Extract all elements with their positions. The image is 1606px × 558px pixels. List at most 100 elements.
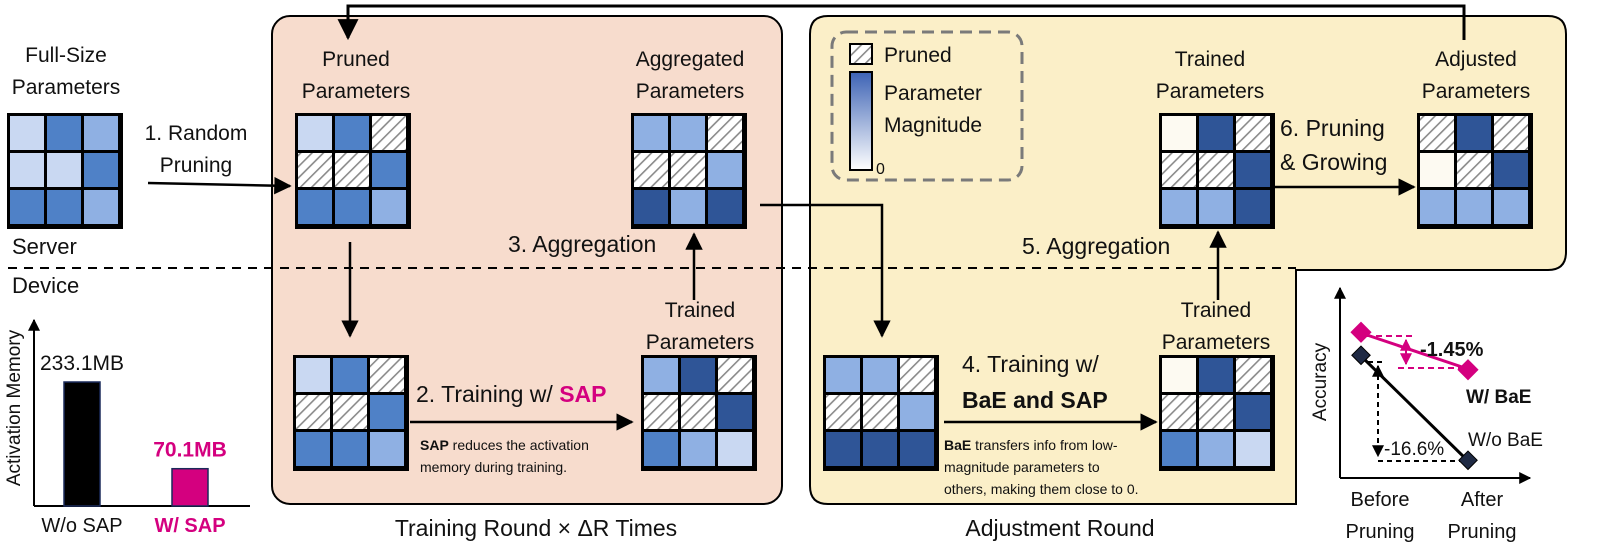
- parameter-cell: [718, 395, 752, 429]
- parameter-cell: [84, 190, 118, 224]
- parameter-cell: [681, 432, 715, 466]
- adjust-start-matrix: [823, 355, 939, 471]
- pruned-cell: [681, 395, 715, 429]
- step6-label-2: & Growing: [1280, 149, 1387, 175]
- parameter-cell: [671, 190, 705, 224]
- bae-after-point: [1457, 359, 1479, 381]
- legend-magnitude-label-2: Magnitude: [884, 114, 982, 137]
- parameter-cell: [1236, 395, 1270, 429]
- parameter-cell: [298, 190, 332, 224]
- pruned-cell: [900, 358, 934, 392]
- parameter-cell: [1162, 190, 1196, 224]
- parameter-cell: [1494, 153, 1528, 187]
- pruned-cell: [1236, 116, 1270, 150]
- parameter-cell: [47, 190, 81, 224]
- parameter-cell: [372, 153, 406, 187]
- parameter-cell: [634, 116, 668, 150]
- pruned-cell: [826, 395, 860, 429]
- pruned-cell: [1162, 153, 1196, 187]
- parameter-cell: [1420, 190, 1454, 224]
- parameter-cell: [1236, 190, 1270, 224]
- bae-series-name: W/ BaE: [1466, 387, 1531, 408]
- bae-before-point: [1350, 321, 1372, 343]
- adj-trained-bottom-title-1: Trained: [1181, 299, 1251, 322]
- adj-trained-top-title-1: Trained: [1175, 48, 1245, 71]
- pruned-cell: [298, 153, 332, 187]
- memory-value-label: 70.1MB: [153, 439, 227, 462]
- legend-zero-label: 0: [876, 161, 885, 178]
- parameter-cell: [1457, 190, 1491, 224]
- trained-params-title-2: Parameters: [646, 331, 755, 354]
- step4-label-1: 4. Training w/: [962, 351, 1099, 377]
- parameter-cell: [298, 116, 332, 150]
- parameter-cell: [47, 116, 81, 150]
- parameter-cell: [718, 432, 752, 466]
- adjusted-params-title-1: Adjusted: [1435, 48, 1517, 71]
- parameter-cell: [900, 395, 934, 429]
- nobae-series-name: W/o BaE: [1468, 430, 1543, 451]
- pruned-cell: [718, 358, 752, 392]
- adjust-trained-bottom-matrix: [1159, 355, 1275, 471]
- legend-pruned-swatch: [849, 43, 873, 65]
- x-label-after-1: After: [1461, 489, 1504, 511]
- parameter-cell: [1162, 432, 1196, 466]
- parameter-cell: [1199, 358, 1233, 392]
- memory-value-label: 233.1MB: [40, 352, 124, 375]
- pruned-cell: [333, 395, 367, 429]
- pruned-params-title-1: Pruned: [322, 48, 390, 71]
- x-label-before-2: Pruning: [1346, 521, 1415, 543]
- parameter-cell: [296, 358, 330, 392]
- adjustment-round-caption: Adjustment Round: [965, 515, 1154, 541]
- parameter-cell: [708, 190, 742, 224]
- bae-series-line: [1360, 331, 1469, 371]
- legend-magnitude-bar: [849, 71, 873, 171]
- aggregated-params-matrix: [631, 113, 747, 229]
- adjustment-round-box: [809, 15, 1567, 505]
- parameter-cell: [47, 153, 81, 187]
- nobae-before-point: [1351, 345, 1371, 366]
- memory-category-label: W/o SAP: [41, 515, 122, 537]
- pruned-params-title-2: Parameters: [302, 80, 411, 103]
- parameter-cell: [900, 432, 934, 466]
- pruned-cell: [1236, 358, 1270, 392]
- legend-box: [830, 30, 1024, 182]
- parameter-cell: [333, 358, 367, 392]
- device-trained-matrix: [641, 355, 757, 471]
- parameter-cell: [1494, 190, 1528, 224]
- legend-pruned-label: Pruned: [884, 44, 952, 67]
- step5-label: 5. Aggregation: [1022, 233, 1170, 259]
- server-params-title-2: Parameters: [12, 76, 121, 99]
- feedback-loop-arrow: [337, 4, 1466, 41]
- pruned-cell: [1162, 395, 1196, 429]
- aggregated-params-title-1: Aggregated: [636, 48, 745, 71]
- step1-label-2: Pruning: [160, 154, 232, 177]
- step1-arrow: [147, 176, 292, 195]
- parameter-cell: [644, 358, 678, 392]
- pruned-cell: [335, 153, 369, 187]
- parameter-cell: [1162, 116, 1196, 150]
- parameter-cell: [671, 116, 705, 150]
- pruned-cell: [863, 395, 897, 429]
- parameter-cell: [826, 358, 860, 392]
- training-round-caption: Training Round × ΔR Times: [395, 515, 677, 541]
- memory-bar-wo-sap: [63, 381, 101, 507]
- parameter-cell: [1236, 432, 1270, 466]
- parameter-cell: [1236, 153, 1270, 187]
- to-adjustment-arrow: [760, 203, 891, 338]
- bae-drop-label: -1.45%: [1420, 339, 1484, 361]
- adjusted-params-title-2: Parameters: [1422, 80, 1531, 103]
- accuracy-chart: Accuracy Before Pruning After Pruning -1…: [1310, 286, 1543, 543]
- parameter-cell: [335, 190, 369, 224]
- pruned-params-matrix: [295, 113, 411, 229]
- memory-category-label: W/ SAP: [154, 515, 225, 537]
- parameter-cell: [863, 432, 897, 466]
- pruned-cell: [1457, 153, 1491, 187]
- parameter-cell: [1199, 116, 1233, 150]
- sap-highlight: SAP: [559, 381, 606, 407]
- parameter-cell: [84, 116, 118, 150]
- adj-trained-top-title-2: Parameters: [1156, 80, 1265, 103]
- pruned-cell: [708, 116, 742, 150]
- adjust-trained-top-matrix: [1159, 113, 1275, 229]
- server-params-matrix: [7, 113, 123, 229]
